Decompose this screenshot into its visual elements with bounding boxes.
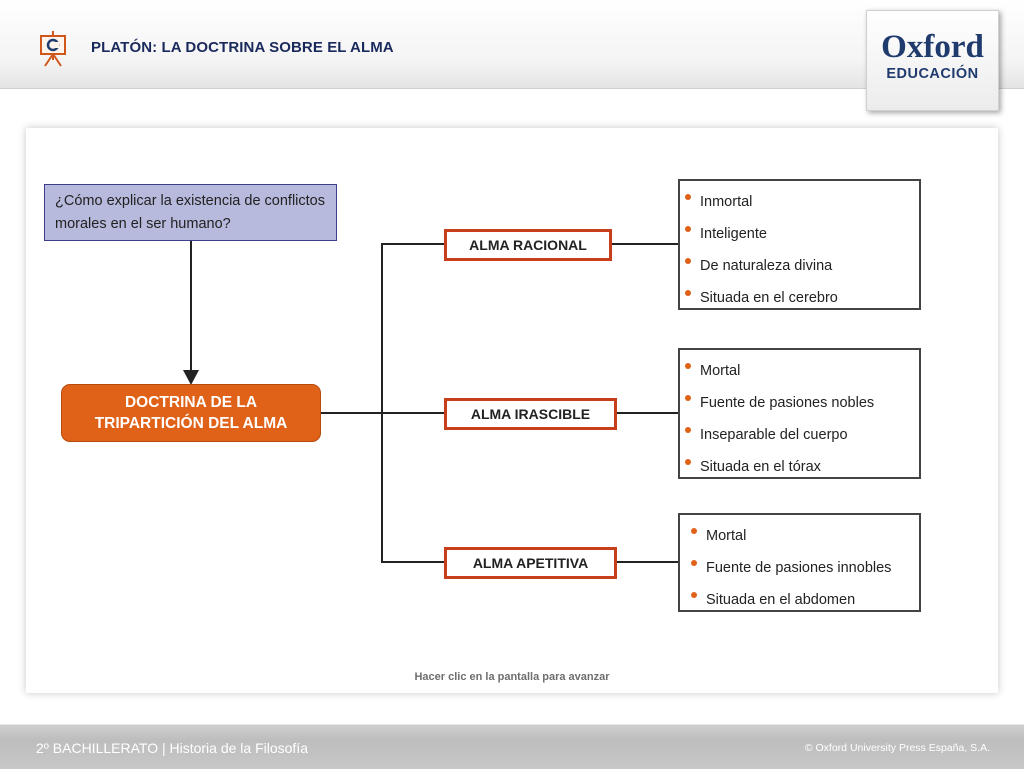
traits-list-racional: Inmortal Inteligente De naturaleza divin… [678, 179, 921, 310]
list-item: Fuente de pasiones innobles [691, 552, 919, 584]
soul-box-irascible: ALMA IRASCIBLE [444, 398, 617, 430]
course-label: 2º BACHILLERATO | Historia de la Filosof… [36, 740, 309, 756]
list-item: Mortal [691, 520, 919, 552]
list-item: Situada en el abdomen [691, 584, 919, 616]
list-item: Situada en el cerebro [685, 282, 919, 314]
list-item: Fuente de pasiones nobles [685, 387, 919, 419]
list-item: Situada en el tórax [685, 451, 919, 483]
copyright-label: © Oxford University Press España, S.A. [804, 742, 990, 754]
slide-header: PLATÓN: LA DOCTRINA SOBRE EL ALMA [0, 0, 1024, 89]
traits-list-irascible: Mortal Fuente de pasiones nobles Insepar… [678, 348, 921, 479]
logo-brand: Oxford [881, 29, 984, 65]
list-item: Mortal [685, 355, 919, 387]
list-item: Inteligente [685, 218, 919, 250]
soul-box-apetitiva: ALMA APETITIVA [444, 547, 617, 579]
soul-box-racional: ALMA RACIONAL [444, 229, 612, 261]
doctrine-box: DOCTRINA DE LA TRIPARTICIÓN DEL ALMA [61, 384, 321, 442]
presentation-board-icon [38, 30, 68, 68]
arrow-down-icon [183, 370, 199, 385]
slide-content[interactable]: ¿Cómo explicar la existencia de conflict… [26, 128, 998, 693]
list-item: Inseparable del cuerpo [685, 419, 919, 451]
connector-lines [183, 241, 678, 563]
list-item: Inmortal [685, 186, 919, 218]
oxford-logo: Oxford EDUCACIÓN [866, 10, 999, 111]
list-item: De naturaleza divina [685, 250, 919, 282]
traits-list-apetitiva: Mortal Fuente de pasiones innobles Situa… [678, 513, 921, 612]
slide-footer: 2º BACHILLERATO | Historia de la Filosof… [0, 724, 1024, 769]
advance-hint: Hacer clic en la pantalla para avanzar [414, 671, 610, 683]
slide-title: PLATÓN: LA DOCTRINA SOBRE EL ALMA [91, 39, 394, 56]
guiding-question-box: ¿Cómo explicar la existencia de conflict… [44, 184, 337, 241]
logo-subtitle: EDUCACIÓN [886, 66, 979, 82]
